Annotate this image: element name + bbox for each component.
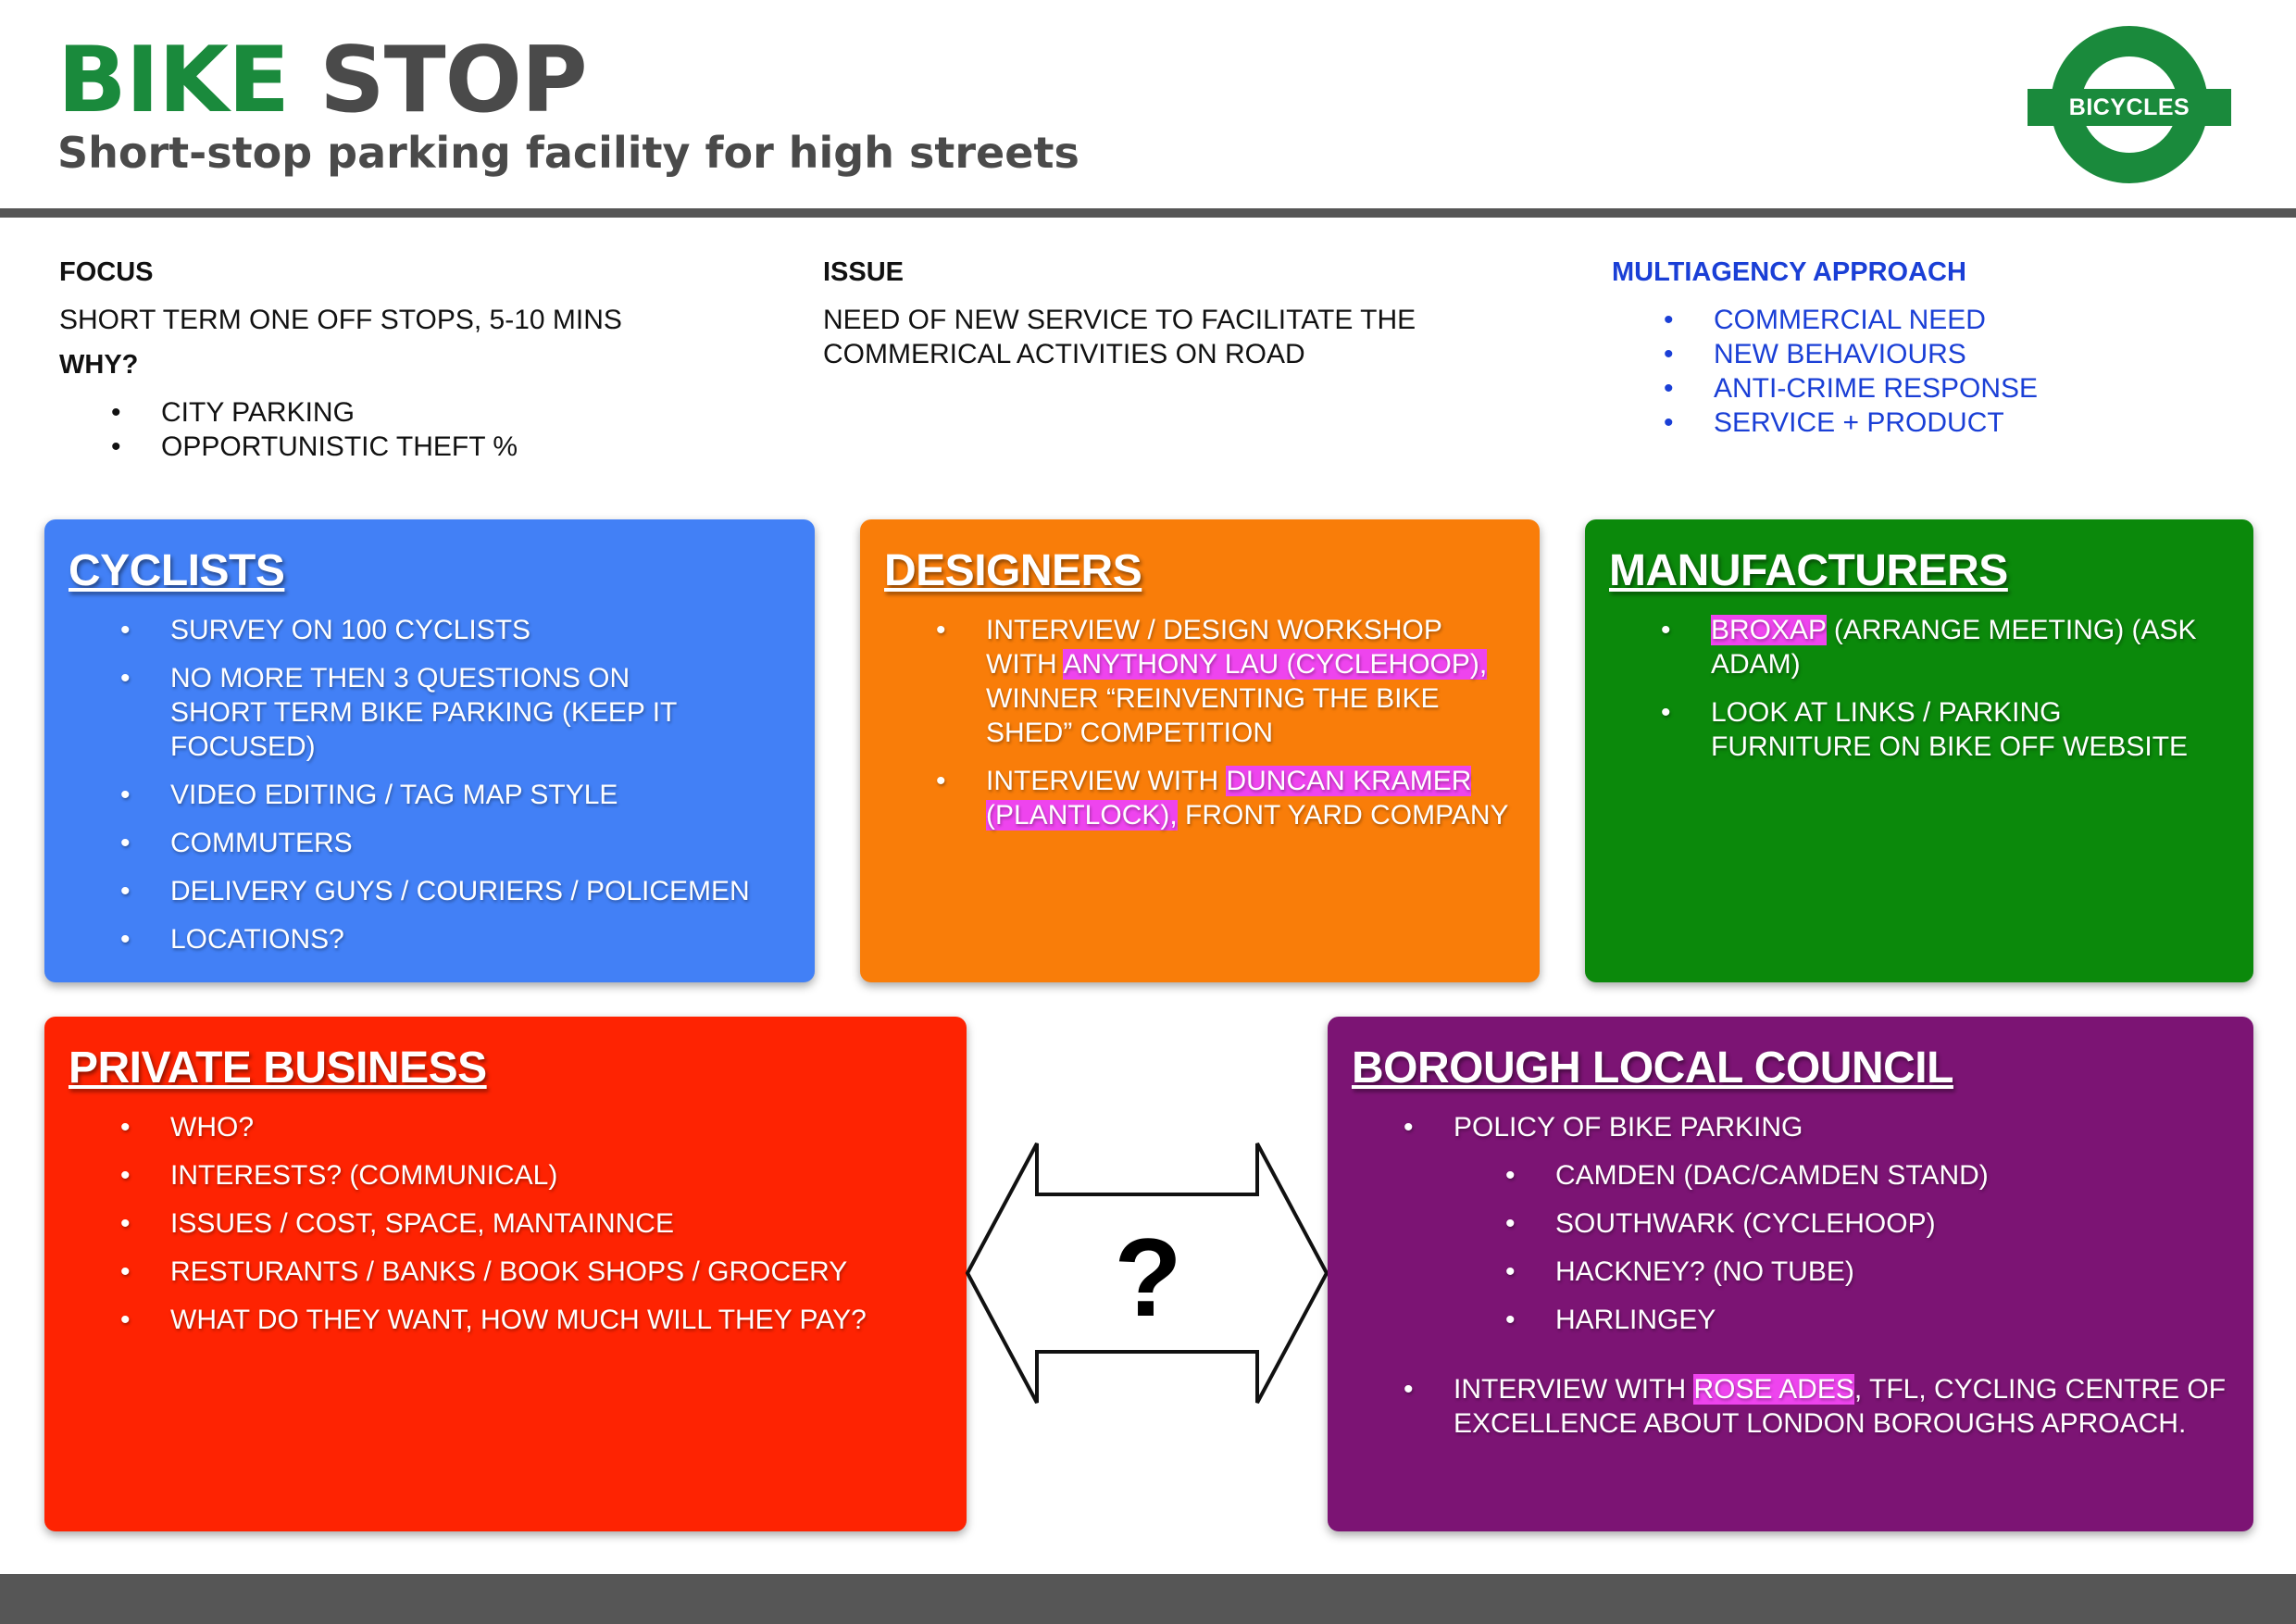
designers-title: DESIGNERS — [884, 546, 1142, 595]
multiagency-list: COMMERCIAL NEED NEW BEHAVIOURS ANTI-CRIM… — [1612, 303, 2241, 440]
why-heading: WHY? — [59, 350, 139, 380]
designers-item-text: INTERVIEW WITH — [986, 766, 1227, 796]
cyclists-item: DELIVERY GUYS / COURIERS / POLICEMEN — [69, 874, 791, 908]
issue-heading: ISSUE — [823, 257, 905, 287]
private-business-item: WHO? — [69, 1110, 942, 1144]
manufacturers-item-text: (ARRANGE MEETING) (ASK ADAM) — [1711, 615, 2197, 680]
title-bike: BIKE — [57, 28, 290, 133]
council-title: BOROUGH LOCAL COUNCIL — [1352, 1043, 1953, 1093]
cyclists-item: SURVEY ON 100 CYCLISTS — [69, 613, 791, 647]
multiagency-heading: MULTIAGENCY APPROACH — [1612, 257, 1966, 287]
issue-line: COMMERICAL ACTIVITIES ON ROAD — [823, 339, 1305, 369]
page-title: BIKE STOP — [57, 35, 588, 126]
cyclists-list: SURVEY ON 100 CYCLISTS NO MORE THEN 3 QU… — [69, 613, 791, 956]
designers-item: INTERVIEW / DESIGN WORKSHOP WITH ANYTHON… — [884, 613, 1516, 750]
highlighted-name: ROSE ADES — [1693, 1374, 1854, 1405]
private-business-item: ISSUES / COST, SPACE, MANTAINNCE — [69, 1206, 942, 1241]
multiagency-item: NEW BEHAVIOURS — [1612, 337, 2241, 371]
footer-bar — [0, 1574, 2296, 1624]
multiagency-item: ANTI-CRIME RESPONSE — [1612, 371, 2241, 406]
designers-item-text: INTERVIEW / DESIGN WORKSHOP WITH — [986, 615, 1442, 680]
council-box: BOROUGH LOCAL COUNCIL POLICY OF BIKE PAR… — [1328, 1017, 2253, 1531]
focus-text: SHORT TERM ONE OFF STOPS, 5-10 MINS — [59, 305, 622, 335]
designers-list: INTERVIEW / DESIGN WORKSHOP WITH ANYTHON… — [884, 613, 1516, 832]
multiagency-item: SERVICE + PRODUCT — [1612, 406, 2241, 440]
double-arrow-icon — [965, 1143, 1329, 1404]
council-item: POLICY OF BIKE PARKING — [1352, 1110, 2229, 1144]
multiagency-item: COMMERCIAL NEED — [1612, 303, 2241, 337]
council-item-text: , TFL, CYCLING CENTRE OF EXCELLENCE ABOU… — [1454, 1374, 2227, 1439]
header-divider — [0, 208, 2296, 218]
multiagency-section: MULTIAGENCY APPROACH COMMERCIAL NEED NEW… — [1612, 256, 2241, 440]
manufacturers-item: LOOK AT LINKS / PARKING FURNITURE ON BIK… — [1609, 695, 2229, 764]
private-business-title: PRIVATE BUSINESS — [69, 1043, 487, 1093]
council-sub-item: HARLINGEY — [1352, 1303, 2229, 1337]
cyclists-box: CYCLISTS SURVEY ON 100 CYCLISTS NO MORE … — [44, 519, 815, 982]
council-item-text: INTERVIEW WITH — [1454, 1374, 1694, 1405]
why-item: OPPORTUNISTIC THEFT % — [59, 430, 763, 464]
council-sub-item: SOUTHWARK (CYCLEHOOP) — [1352, 1206, 2229, 1241]
council-sub-item: HACKNEY? (NO TUBE) — [1352, 1255, 2229, 1289]
private-business-item: INTERESTS? (COMMUNICAL) — [69, 1158, 942, 1193]
council-sub-item: CAMDEN (DAC/CAMDEN STAND) — [1352, 1158, 2229, 1193]
council-list: POLICY OF BIKE PARKING CAMDEN (DAC/CAMDE… — [1352, 1110, 2229, 1441]
why-item: CITY PARKING — [59, 395, 763, 430]
title-stop: STOP — [319, 28, 588, 133]
designers-item-text: WINNER “REINVENTING THE BIKE SHED” COMPE… — [986, 683, 1440, 748]
manufacturers-box: MANUFACTURERS BROXAP (ARRANGE MEETING) (… — [1585, 519, 2253, 982]
cyclists-title: CYCLISTS — [69, 546, 285, 595]
focus-section: FOCUS SHORT TERM ONE OFF STOPS, 5-10 MIN… — [59, 256, 763, 464]
issue-section: ISSUE NEED OF NEW SERVICE TO FACILITATE … — [823, 256, 1527, 371]
question-mark: ? — [1114, 1216, 1182, 1340]
cyclists-item: LOCATIONS? — [69, 922, 791, 956]
roundel-bar: BICYCLES — [2028, 89, 2231, 126]
designers-box: DESIGNERS INTERVIEW / DESIGN WORKSHOP WI… — [860, 519, 1540, 982]
private-business-item: WHAT DO THEY WANT, HOW MUCH WILL THEY PA… — [69, 1303, 942, 1337]
private-business-box: PRIVATE BUSINESS WHO? INTERESTS? (COMMUN… — [44, 1017, 967, 1531]
private-business-list: WHO? INTERESTS? (COMMUNICAL) ISSUES / CO… — [69, 1110, 942, 1337]
cyclists-item: VIDEO EDITING / TAG MAP STYLE — [69, 778, 791, 812]
cyclists-item: COMMUTERS — [69, 826, 791, 860]
bicycles-roundel-logo: BICYCLES — [2028, 26, 2231, 193]
why-list: CITY PARKING OPPORTUNISTIC THEFT % — [59, 395, 763, 464]
page-subtitle: Short-stop parking facility for high str… — [57, 128, 1079, 178]
highlighted-name: BROXAP — [1711, 615, 1827, 645]
private-business-item: RESTURANTS / BANKS / BOOK SHOPS / GROCER… — [69, 1255, 942, 1289]
focus-heading: FOCUS — [59, 257, 154, 287]
manufacturers-title: MANUFACTURERS — [1609, 546, 2008, 595]
cyclists-item: NO MORE THEN 3 QUESTIONS ON SHORT TERM B… — [69, 661, 791, 764]
issue-line: NEED OF NEW SERVICE TO FACILITATE THE — [823, 305, 1416, 335]
manufacturers-item: BROXAP (ARRANGE MEETING) (ASK ADAM) — [1609, 613, 2229, 681]
designers-item-text: FRONT YARD COMPANY — [1177, 800, 1509, 831]
council-item: INTERVIEW WITH ROSE ADES, TFL, CYCLING C… — [1352, 1372, 2229, 1441]
highlighted-name: ANYTHONY LAU (CYCLEHOOP), — [1063, 649, 1488, 680]
designers-item: INTERVIEW WITH DUNCAN KRAMER (PLANTLOCK)… — [884, 764, 1516, 832]
manufacturers-list: BROXAP (ARRANGE MEETING) (ASK ADAM) LOOK… — [1609, 613, 2229, 764]
